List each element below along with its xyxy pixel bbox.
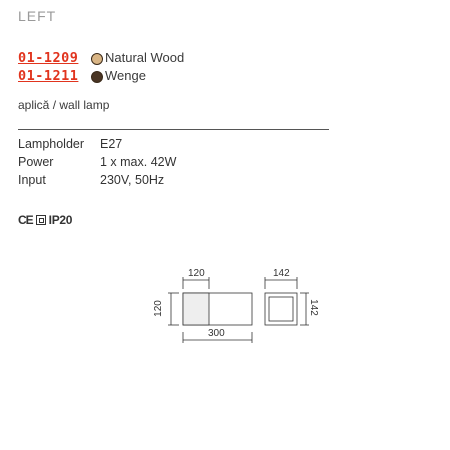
wenge-swatch-icon — [91, 71, 103, 83]
spec-value-power: 1 x max. 42W — [100, 155, 177, 169]
front-view-wood-block — [182, 292, 210, 326]
product-title: LEFT — [18, 8, 57, 24]
dim-front-height: 120 — [152, 300, 164, 317]
spec-label-power: Power — [18, 155, 54, 169]
variant-code-natural-wood[interactable]: 01-1209 — [18, 50, 79, 66]
double-insulation-icon — [35, 215, 46, 225]
spec-label-input: Input — [18, 173, 46, 187]
dim-side-width: 142 — [273, 268, 290, 279]
dim-front-length: 300 — [208, 328, 225, 339]
variant-finish-natural-wood: Natural Wood — [105, 50, 185, 65]
divider — [18, 129, 329, 130]
dim-front-width: 120 — [188, 268, 205, 279]
side-view-inner — [268, 296, 294, 322]
spec-label-lampholder: Lampholder — [18, 137, 85, 151]
product-description: aplică / wall lamp — [18, 98, 110, 112]
spec-value-input: 230V, 50Hz — [100, 173, 165, 187]
natural-wood-swatch-icon — [91, 53, 103, 65]
variant-code-wenge[interactable]: 01-1211 — [18, 68, 79, 84]
ip-rating: IP20 — [48, 213, 73, 227]
spec-value-lampholder: E27 — [100, 137, 123, 151]
variant-finish-wenge: Wenge — [105, 68, 146, 83]
side-view-body — [264, 292, 298, 326]
certification-marks: CE IP20 — [18, 213, 72, 227]
ce-mark-icon: CE — [18, 213, 34, 227]
dim-side-height: 142 — [307, 299, 319, 316]
